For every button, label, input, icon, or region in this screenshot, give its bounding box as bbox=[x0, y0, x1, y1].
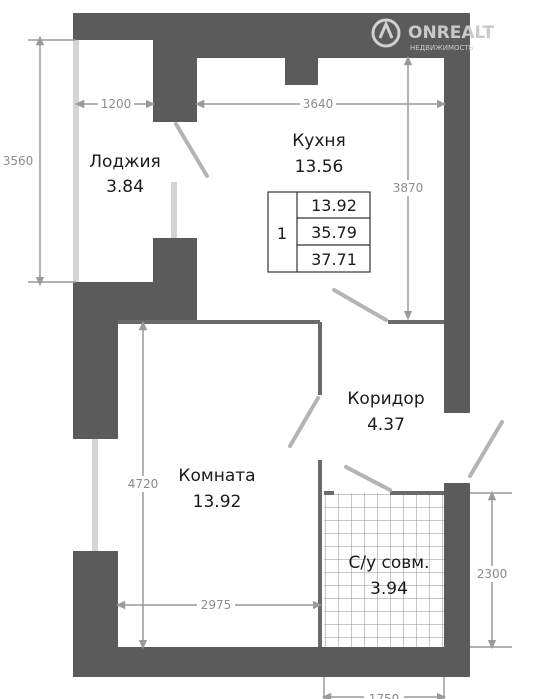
room-corridor-area: 4.37 bbox=[367, 415, 405, 435]
dim-bath-height: 2300 bbox=[477, 567, 508, 581]
walls bbox=[73, 13, 470, 677]
watermark-brand: ONREALT bbox=[408, 23, 495, 43]
wall-kitchen-room bbox=[118, 282, 197, 322]
dim-kitchen-height: 3870 bbox=[393, 181, 424, 195]
room-kitchen-area: 13.56 bbox=[295, 157, 344, 177]
dim-kitchen-width: 3640 bbox=[303, 97, 334, 111]
dim-room-height: 4720 bbox=[128, 477, 159, 491]
summary-total-area: 37.71 bbox=[311, 250, 357, 269]
room-corridor-name: Коридор bbox=[347, 389, 424, 409]
inner-walls bbox=[118, 320, 444, 647]
bathroom-tiles bbox=[324, 493, 444, 647]
watermark-logo: ONREALT НЕДВИЖИМОСТЬ bbox=[371, 18, 495, 52]
dim-room-width: 2975 bbox=[201, 598, 232, 612]
room-loggia-name: Лоджия bbox=[89, 152, 161, 172]
door-leaves bbox=[174, 122, 504, 492]
wall-top-right bbox=[197, 13, 470, 58]
summary-living-area: 13.92 bbox=[311, 196, 357, 215]
summary-area-2: 35.79 bbox=[311, 223, 357, 242]
dim-bath-width: 1750 bbox=[369, 692, 400, 699]
room-bathroom-name: С/у совм. bbox=[348, 553, 429, 573]
room-kitchen-name: Кухня bbox=[292, 131, 346, 151]
partitions bbox=[73, 40, 177, 551]
watermark-sub: НЕДВИЖИМОСТЬ bbox=[410, 44, 474, 52]
wall-bath-right bbox=[444, 483, 470, 677]
dim-loggia-width: 1200 bbox=[101, 97, 132, 111]
wall-column-top bbox=[153, 40, 197, 122]
wall-left-upper bbox=[73, 282, 118, 439]
summary-rooms-count: 1 bbox=[277, 224, 287, 243]
wall-bottom bbox=[73, 647, 470, 677]
wall-right bbox=[444, 13, 470, 413]
wall-top-left bbox=[73, 13, 197, 40]
room-room-area: 13.92 bbox=[193, 492, 242, 512]
wall-notch bbox=[285, 58, 318, 85]
dim-loggia-height: 3560 bbox=[3, 154, 34, 168]
wall-column-mid bbox=[153, 238, 197, 282]
room-loggia-area: 3.84 bbox=[106, 177, 144, 197]
room-room-name: Комната bbox=[178, 466, 255, 486]
area-summary-table bbox=[267, 191, 371, 273]
room-bathroom-area: 3.94 bbox=[370, 579, 408, 599]
